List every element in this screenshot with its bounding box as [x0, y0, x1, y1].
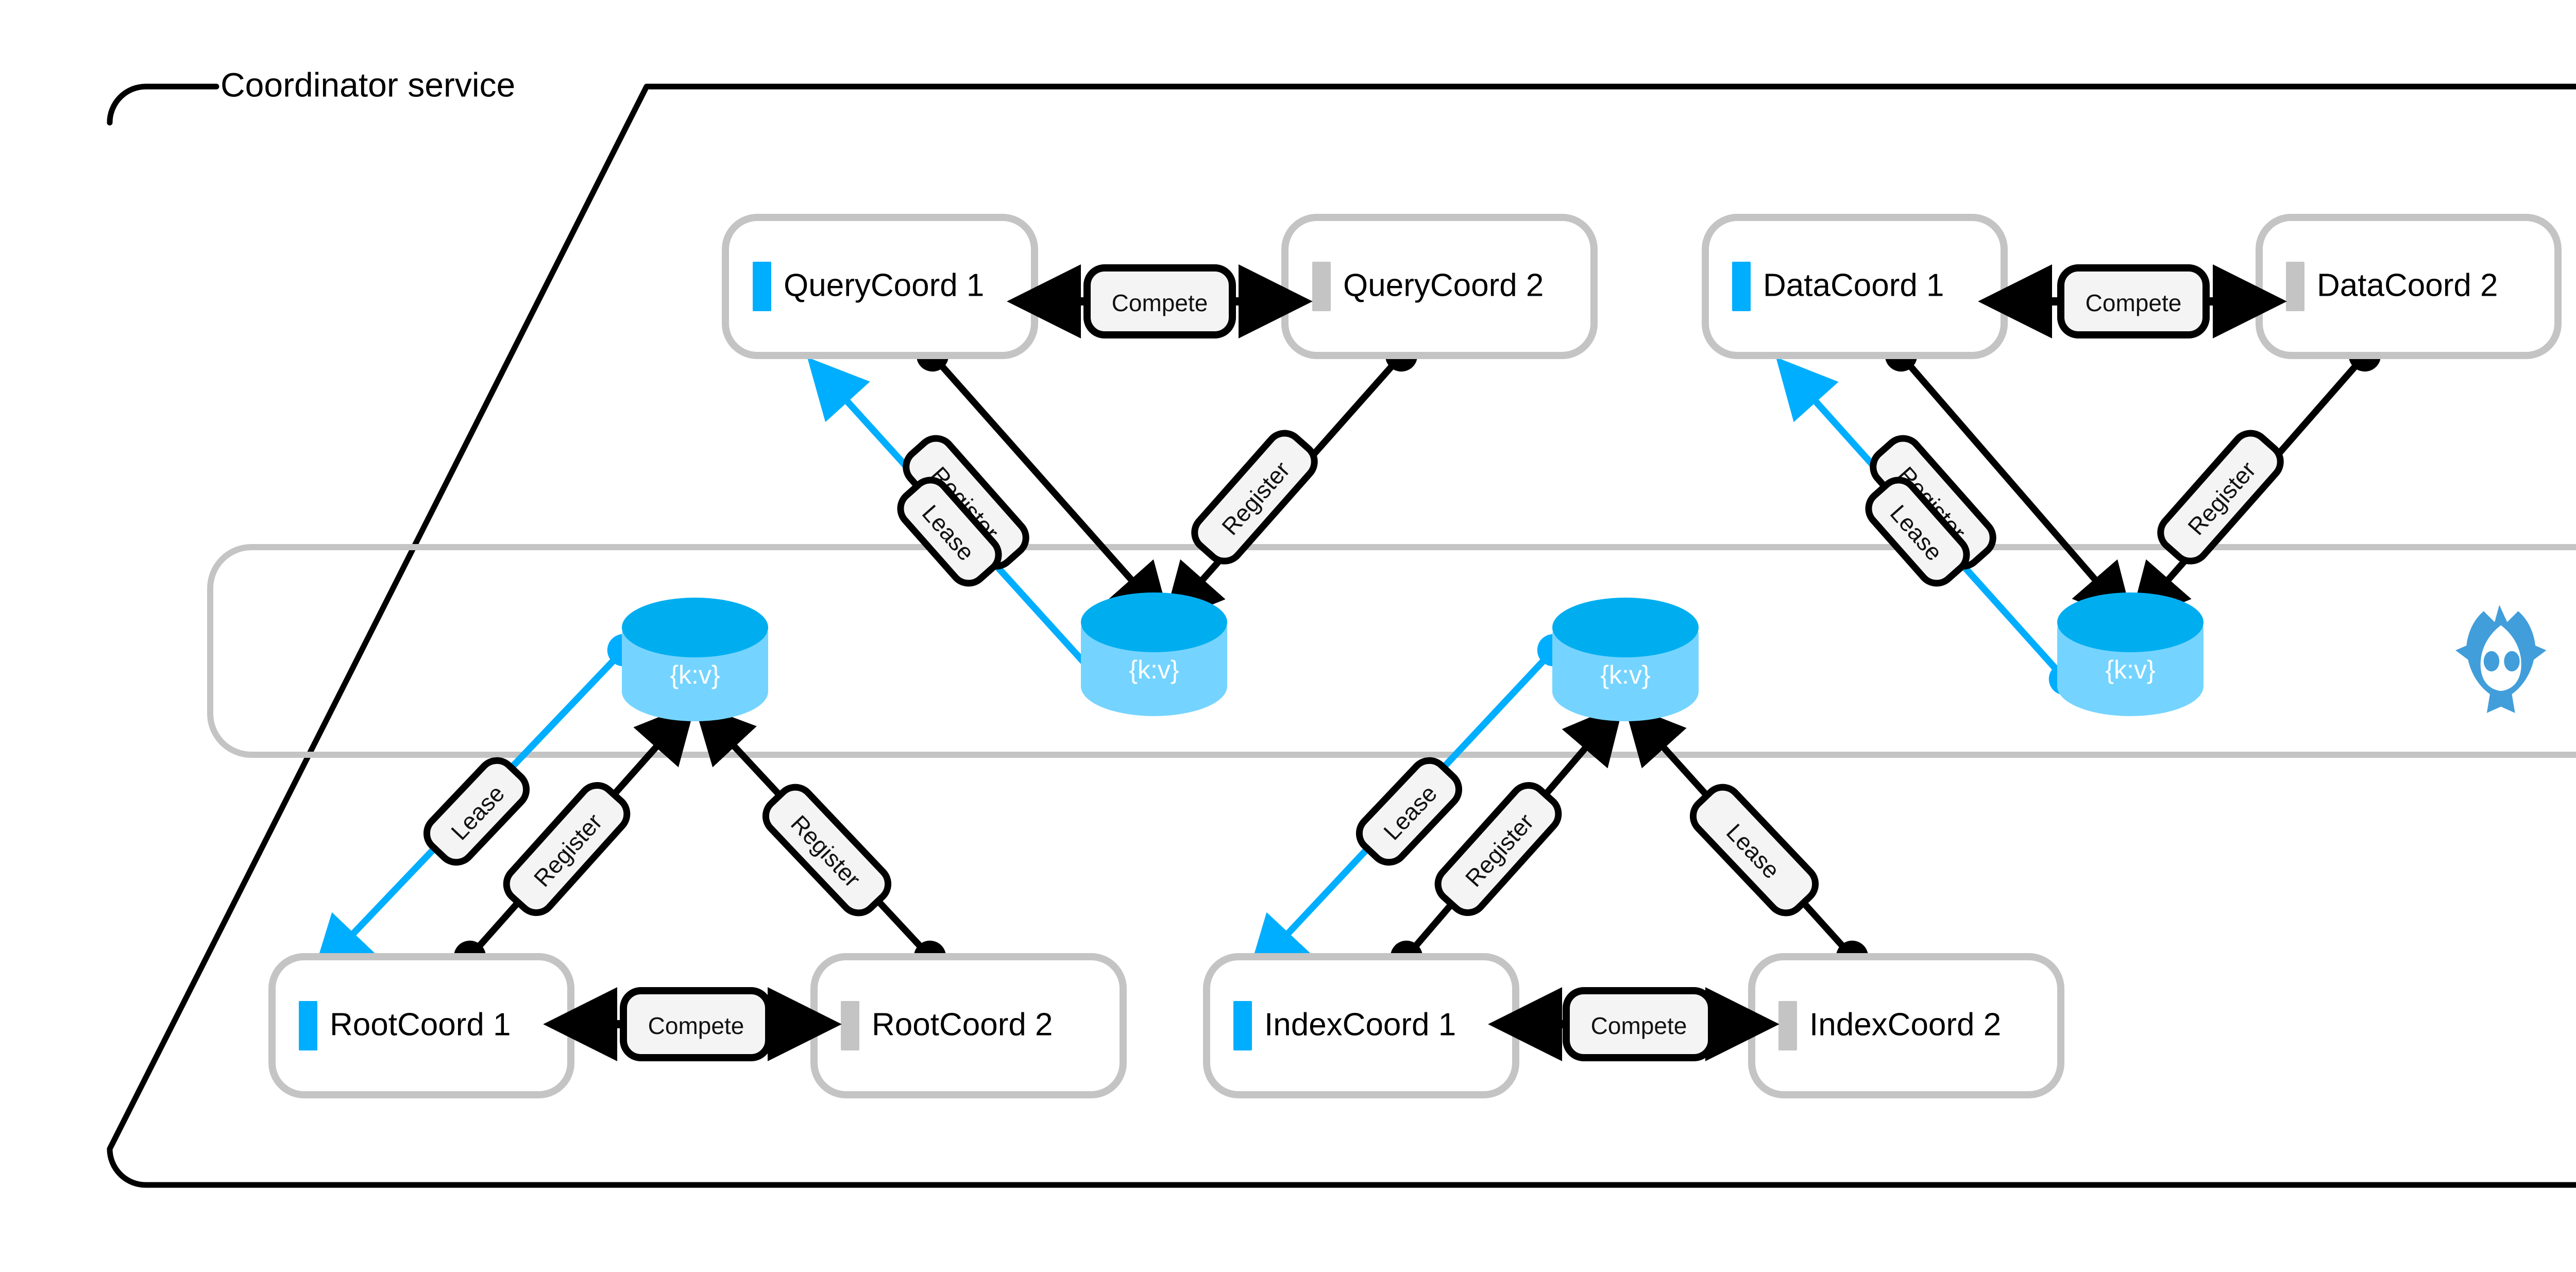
node-indexcoord-1[interactable]: IndexCoord 1 [1203, 953, 1519, 1098]
store-cylinder-indexcoord: {k:v} [1552, 598, 1699, 721]
etcd-panel [207, 544, 2576, 758]
node-datacoord-1[interactable]: DataCoord 1 [1702, 214, 2008, 359]
compete-label: Compete [1112, 290, 1208, 316]
edge-label-register-rootcoord2: Register [762, 784, 892, 917]
status-bar-active-icon [753, 262, 771, 311]
node-rootcoord-2[interactable]: RootCoord 2 [810, 953, 1127, 1098]
edges-indexcoord: Register Lease Lease [1247, 634, 1869, 977]
status-bar-active-icon [1732, 262, 1751, 311]
edge-label-register-indexcoord2: Lease [1689, 784, 1819, 917]
coordinator-service-group: Coordinator service [107, 65, 2576, 1188]
status-bar-standby-icon [841, 1001, 859, 1050]
edge-label-register-querycoord2: Register [1191, 430, 1318, 565]
compete-label: Compete [648, 1012, 744, 1039]
compete-connector-querycoord: Compete [1007, 264, 1313, 338]
node-label: QueryCoord 1 [784, 267, 984, 303]
store-label: {k:v} [2105, 655, 2155, 684]
status-bar-standby-icon [1312, 262, 1331, 311]
compete-connector-indexcoord: Compete [1488, 987, 1780, 1061]
edges-querycoord: Register Register Lease [807, 339, 1418, 697]
compete-connector-datacoord: Compete [1978, 264, 2287, 338]
node-datacoord-2[interactable]: DataCoord 2 [2256, 214, 2562, 359]
node-rootcoord-1[interactable]: RootCoord 1 [268, 953, 574, 1098]
status-bar-active-icon [299, 1001, 317, 1050]
node-querycoord-2[interactable]: QueryCoord 2 [1281, 214, 1598, 359]
node-label: DataCoord 1 [1763, 267, 1944, 303]
store-label: {k:v} [1129, 655, 1179, 684]
store-cylinder-datacoord: {k:v} [2057, 592, 2204, 716]
status-bar-standby-icon [1778, 1001, 1797, 1050]
node-label: RootCoord 1 [330, 1007, 511, 1042]
node-label: DataCoord 2 [2317, 267, 2498, 303]
store-label: {k:v} [1600, 660, 1650, 689]
etcd-logo-icon [2455, 605, 2547, 713]
store-label: {k:v} [670, 660, 720, 689]
store-cylinder-rootcoord: {k:v} [622, 598, 768, 721]
edge-label-lease-indexcoord: Lease [1355, 757, 1463, 866]
compete-label: Compete [2086, 290, 2182, 316]
compete-connector-rootcoord: Compete [543, 987, 842, 1061]
node-label: QueryCoord 2 [1343, 267, 1544, 303]
node-label: IndexCoord 2 [1809, 1007, 2001, 1042]
page-title: Coordinator service [221, 65, 515, 104]
status-bar-active-icon [1233, 1001, 1252, 1050]
node-label: IndexCoord 1 [1264, 1007, 1456, 1042]
node-querycoord-1[interactable]: QueryCoord 1 [722, 214, 1038, 359]
edges-datacoord: Register Register Lease [1775, 339, 2381, 696]
store-cylinder-querycoord: {k:v} [1081, 592, 1227, 716]
compete-label: Compete [1591, 1012, 1687, 1039]
edge-label-lease-rootcoord: Lease [423, 757, 530, 866]
status-bar-standby-icon [2286, 262, 2304, 311]
node-label: RootCoord 2 [872, 1007, 1053, 1042]
node-indexcoord-2[interactable]: IndexCoord 2 [1748, 953, 2064, 1098]
